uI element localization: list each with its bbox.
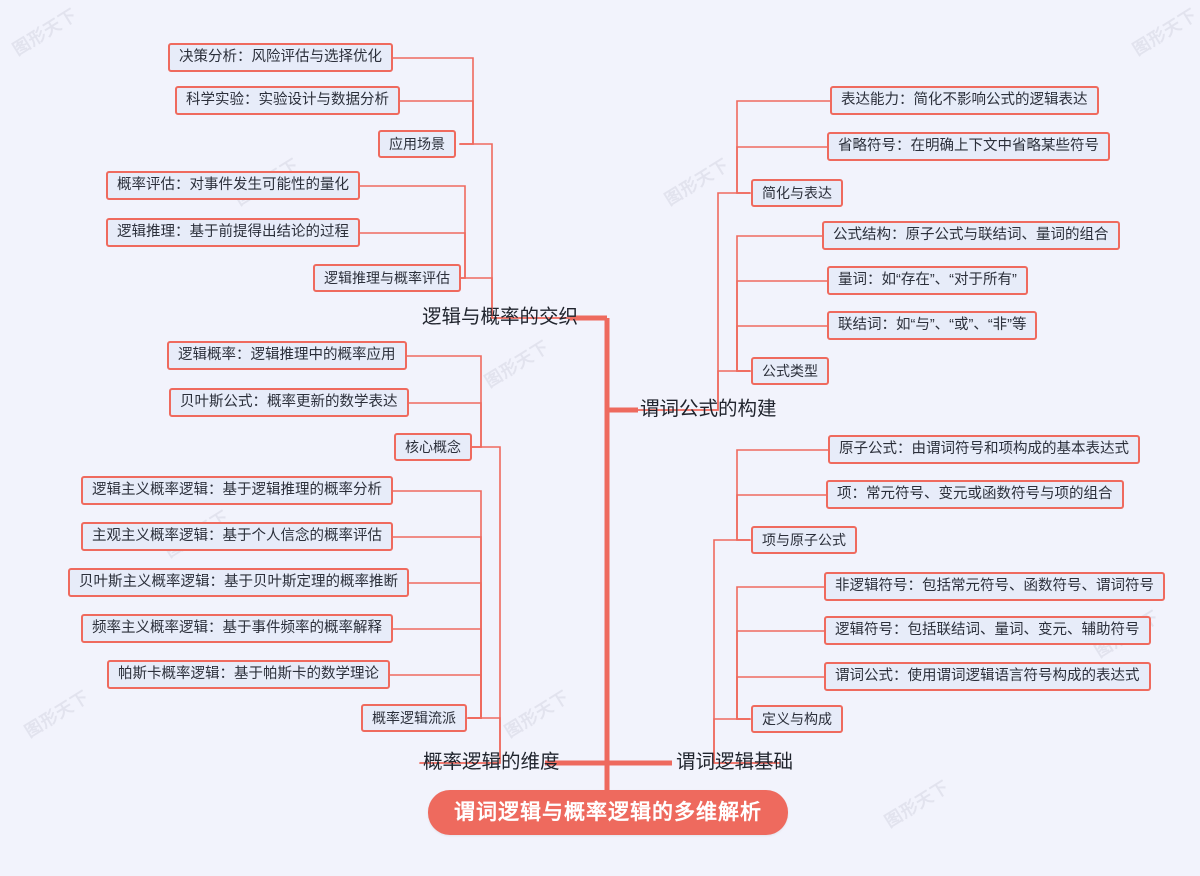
leaf-node[interactable]: 公式结构：原子公式与联结词、量词的组合: [822, 221, 1120, 250]
subnode-logic-inference-probability-assessment[interactable]: 逻辑推理与概率评估: [313, 264, 461, 292]
leaf-node[interactable]: 省略符号：在明确上下文中省略某些符号: [827, 132, 1110, 161]
subnode-probability-logic-schools[interactable]: 概率逻辑流派: [361, 704, 467, 732]
watermark: 图形天下: [9, 5, 81, 60]
leaf-node[interactable]: 频率主义概率逻辑：基于事件频率的概率解释: [81, 614, 393, 643]
leaf-node[interactable]: 表达能力：简化不影响公式的逻辑表达: [830, 86, 1099, 115]
leaf-node[interactable]: 决策分析：风险评估与选择优化: [168, 43, 393, 72]
leaf-node[interactable]: 非逻辑符号：包括常元符号、函数符号、谓词符号: [824, 572, 1165, 601]
leaf-node[interactable]: 概率评估：对事件发生可能性的量化: [106, 171, 360, 200]
branch-label-probability-logic-dimensions[interactable]: 概率逻辑的维度: [423, 751, 560, 774]
leaf-node[interactable]: 帕斯卡概率逻辑：基于帕斯卡的数学理论: [107, 660, 390, 689]
subnode-application-scenarios[interactable]: 应用场景: [378, 130, 456, 158]
leaf-node[interactable]: 贝叶斯公式：概率更新的数学表达: [169, 388, 409, 417]
leaf-node[interactable]: 科学实验：实验设计与数据分析: [175, 86, 400, 115]
leaf-node[interactable]: 主观主义概率逻辑：基于个人信念的概率评估: [81, 522, 393, 551]
leaf-node[interactable]: 逻辑符号：包括联结词、量词、变元、辅助符号: [824, 616, 1151, 645]
watermark: 图形天下: [21, 687, 93, 742]
watermark: 图形天下: [501, 687, 573, 742]
branch-label-logic-probability-intersection[interactable]: 逻辑与概率的交织: [422, 306, 579, 329]
watermark: 图形天下: [481, 337, 553, 392]
branch-label-predicate-formula-construction[interactable]: 谓词公式的构建: [640, 398, 777, 421]
subnode-formula-types[interactable]: 公式类型: [751, 357, 829, 385]
watermark: 图形天下: [1129, 5, 1200, 60]
subnode-simplification-expression[interactable]: 简化与表达: [751, 179, 843, 207]
subnode-definition-composition[interactable]: 定义与构成: [751, 705, 843, 733]
leaf-node[interactable]: 量词：如“存在”、“对于所有”: [827, 266, 1028, 295]
leaf-node[interactable]: 逻辑推理：基于前提得出结论的过程: [106, 218, 360, 247]
leaf-node[interactable]: 谓词公式：使用谓词逻辑语言符号构成的表达式: [824, 662, 1151, 691]
leaf-node[interactable]: 联结词：如“与”、“或”、“非”等: [827, 311, 1038, 340]
subnode-core-concepts[interactable]: 核心概念: [394, 433, 472, 461]
branch-label-predicate-logic-basics[interactable]: 谓词逻辑基础: [676, 751, 794, 774]
leaf-node[interactable]: 贝叶斯主义概率逻辑：基于贝叶斯定理的概率推断: [68, 568, 409, 597]
leaf-node[interactable]: 逻辑主义概率逻辑：基于逻辑推理的概率分析: [81, 476, 393, 505]
leaf-node[interactable]: 项：常元符号、变元或函数符号与项的组合: [826, 480, 1124, 509]
leaf-node[interactable]: 逻辑概率：逻辑推理中的概率应用: [167, 341, 407, 370]
watermark: 图形天下: [661, 155, 733, 210]
subnode-terms-atomic-formulas[interactable]: 项与原子公式: [751, 526, 857, 554]
watermark: 图形天下: [881, 777, 953, 832]
root-node[interactable]: 谓词逻辑与概率逻辑的多维解析: [428, 790, 788, 835]
leaf-node[interactable]: 原子公式：由谓词符号和项构成的基本表达式: [828, 435, 1140, 464]
